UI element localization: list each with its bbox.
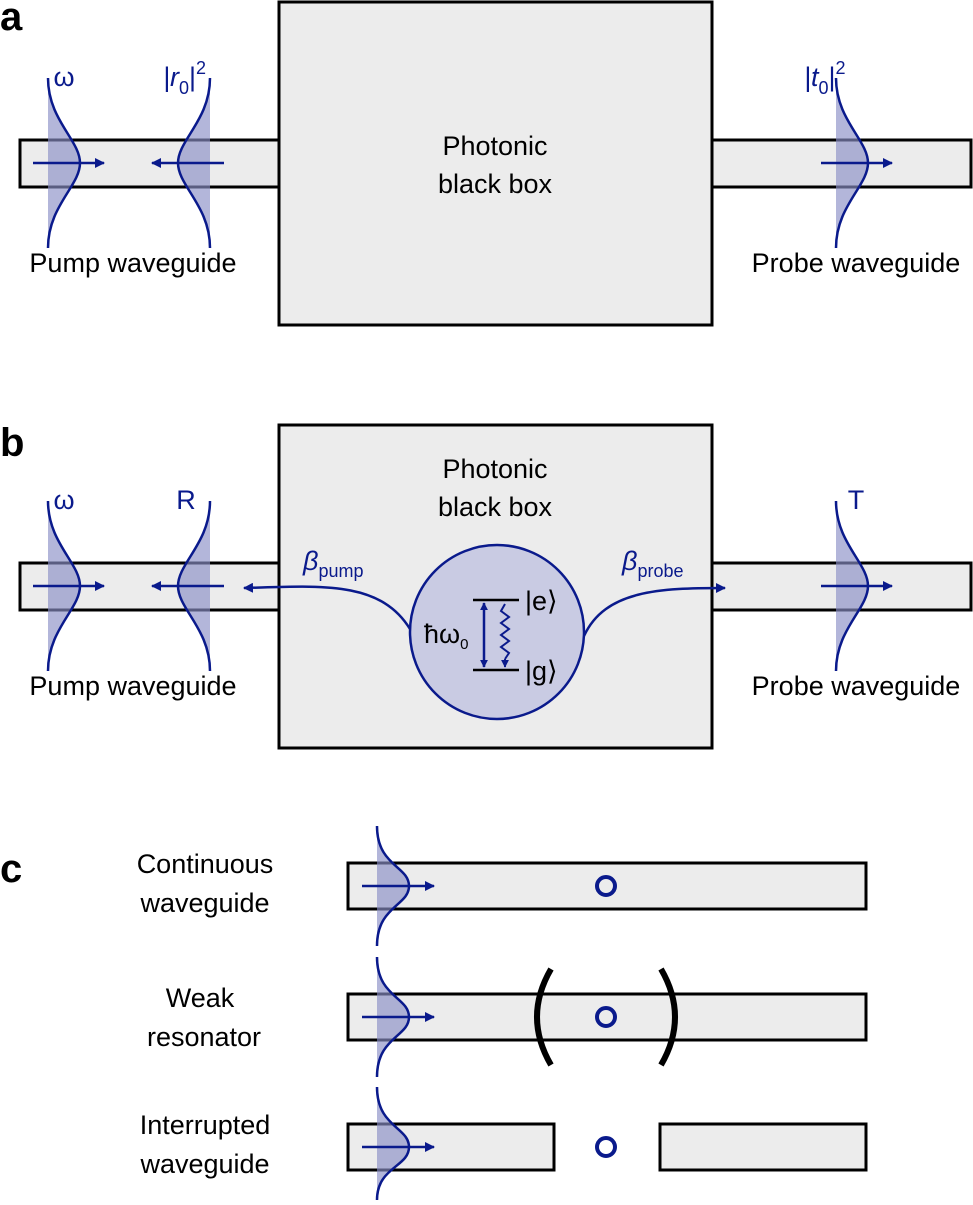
left-mirror xyxy=(534,967,554,1067)
waveguide-right-segment xyxy=(658,1122,868,1172)
beta-probe-label: βprobe xyxy=(621,546,683,581)
weak-resonator-row: Weak resonator xyxy=(147,956,868,1078)
transmittance-label-a: |t0|2 xyxy=(804,58,846,98)
panel-c: c Continuous waveguide Weak resonator In… xyxy=(0,825,868,1201)
omega-label-b: ω xyxy=(53,485,74,515)
panel-a: a Photonic black box ω |r0|2 |t0|2 Pump … xyxy=(0,0,973,327)
waveguide xyxy=(346,992,868,1042)
row-label-line2: waveguide xyxy=(139,888,269,918)
row-label-line1: Weak xyxy=(166,983,235,1013)
interrupted-waveguide-row: Interrupted waveguide xyxy=(139,1086,868,1201)
row-label-line2: waveguide xyxy=(139,1149,269,1179)
probe-waveguide-label-b: Probe waveguide xyxy=(752,671,961,701)
box-label-line1: Photonic xyxy=(442,131,547,161)
pump-waveguide-label-b: Pump waveguide xyxy=(29,671,236,701)
reflectance-label-a: |r0|2 xyxy=(163,58,206,98)
emitter-dot xyxy=(595,1006,617,1028)
pulse xyxy=(377,1087,409,1200)
transmitted-pulse xyxy=(821,500,893,672)
probe-waveguide-label-a: Probe waveguide xyxy=(752,248,961,278)
decay-squiggle xyxy=(499,603,511,660)
incident-pulse xyxy=(33,500,105,672)
reflected-pulse xyxy=(151,77,224,249)
omega-label-a: ω xyxy=(53,62,74,92)
reflected-pulse xyxy=(151,500,224,672)
excited-state-label: |e⟩ xyxy=(525,586,558,616)
row-label-line1: Interrupted xyxy=(140,1110,271,1140)
box-label-line2: black box xyxy=(438,492,553,522)
photonic-black-box xyxy=(277,0,714,327)
incident-pulse xyxy=(33,77,105,249)
box-label-line2: black box xyxy=(438,169,553,199)
beta-pump-label: βpump xyxy=(302,546,363,581)
panel-b: b Photonic black box xyxy=(0,421,973,750)
panel-a-letter: a xyxy=(0,0,23,39)
panel-b-letter: b xyxy=(0,421,24,465)
probe-coupling-arrow xyxy=(582,583,726,637)
emitter-dot xyxy=(595,875,617,897)
ground-state-label: |g⟩ xyxy=(525,656,558,686)
continuous-waveguide-row: Continuous waveguide xyxy=(137,825,868,947)
reflectance-label-b: R xyxy=(176,485,196,515)
transmitted-pulse xyxy=(821,77,893,249)
pump-waveguide-label-a: Pump waveguide xyxy=(29,248,236,278)
transition-energy-label: ħω0 xyxy=(424,619,468,653)
panel-c-letter: c xyxy=(0,847,22,891)
emitter-dot xyxy=(595,1136,617,1158)
row-label-line2: resonator xyxy=(147,1022,261,1052)
box-label-line1: Photonic xyxy=(442,454,547,484)
pump-coupling-arrow xyxy=(243,582,412,630)
row-label-line1: Continuous xyxy=(137,849,274,879)
right-mirror xyxy=(658,967,678,1067)
transmittance-label-b: T xyxy=(848,485,865,515)
quantum-emitter xyxy=(408,543,586,721)
